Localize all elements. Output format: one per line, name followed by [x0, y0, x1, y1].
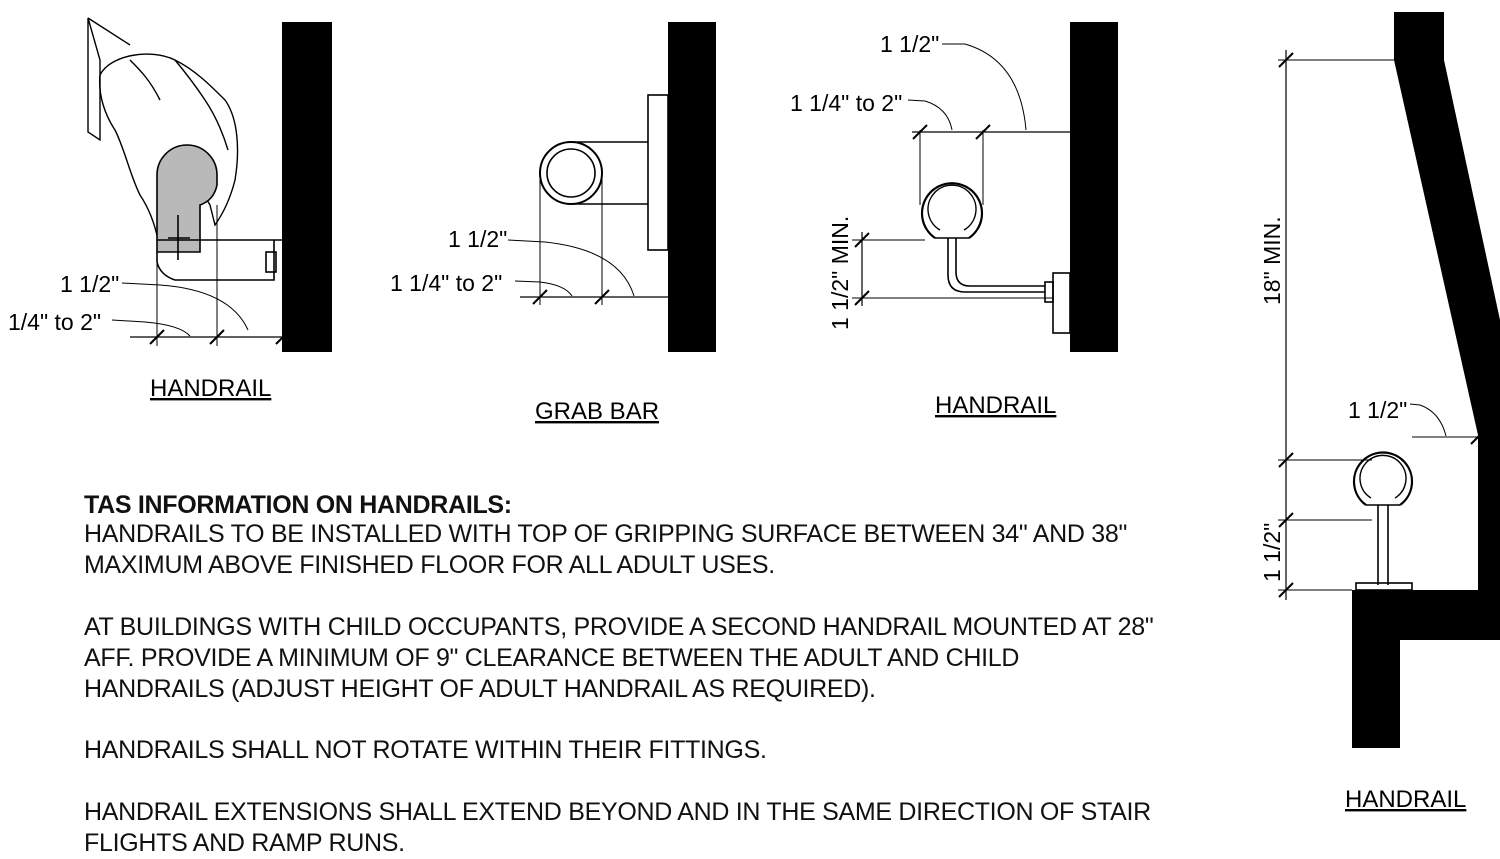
handrail-detail-2: [852, 22, 1118, 352]
dim-inner-1: 1/4" to 2": [8, 309, 101, 335]
dim-outer-3: 1 1/2": [880, 31, 939, 57]
caption-handrail-2: HANDRAIL: [935, 392, 1056, 419]
wall: [282, 22, 332, 352]
note-paragraph-3: HANDRAILS SHALL NOT ROTATE WITHIN THEIR …: [84, 736, 767, 764]
dim-inner-2: 1 1/4" to 2": [390, 270, 502, 296]
notes-title: TAS INFORMATION ON HANDRAILS:: [84, 491, 512, 519]
dim-outer-1: 1 1/2": [60, 271, 119, 297]
wall-plate: [87, 17, 101, 142]
mounting-flange: [647, 94, 669, 251]
wall: [668, 22, 716, 352]
hand-outline: [98, 53, 239, 241]
step-section: [1352, 590, 1500, 748]
dim-inner-3: 1 1/4" to 2": [790, 90, 902, 116]
rail-section: [156, 144, 218, 253]
note-paragraph-2: AT BUILDINGS WITH CHILD OCCUPANTS, PROVI…: [84, 613, 1154, 703]
rail-section: [1352, 451, 1414, 506]
dim-height-4: 18" MIN.: [1259, 216, 1285, 305]
note-paragraph-1: HANDRAILS TO BE INSTALLED WITH TOP OF GR…: [84, 520, 1128, 579]
caption-handrail-3: HANDRAIL: [1345, 786, 1466, 813]
dim-vertical-3: 1 1/2" MIN.: [827, 216, 853, 330]
dim-base-4: 1 1/2": [1259, 523, 1285, 582]
wall-section: [1394, 12, 1500, 590]
handrail-details-drawing: 1 1/2" 1/4" to 2" HANDRAIL 1 1/2" 1 1/4"…: [8, 12, 1500, 813]
bar-section: [539, 141, 603, 205]
dim-outer-2: 1 1/2": [448, 226, 507, 252]
wall: [1070, 22, 1118, 352]
grab-bar-detail: [507, 22, 716, 352]
caption-handrail-1: HANDRAIL: [150, 375, 271, 402]
caption-grab-bar: GRAB BAR: [535, 398, 659, 425]
dim-clearance-4: 1 1/2": [1348, 397, 1407, 423]
handrail-detail-3: [1278, 12, 1500, 748]
detail-sheet: 1 1/2" 1/4" to 2" HANDRAIL 1 1/2" 1 1/4"…: [8, 12, 1500, 857]
note-paragraph-4: HANDRAIL EXTENSIONS SHALL EXTEND BEYOND …: [84, 798, 1151, 857]
rail-section: [920, 182, 984, 239]
handrail-detail-1: [87, 17, 332, 352]
